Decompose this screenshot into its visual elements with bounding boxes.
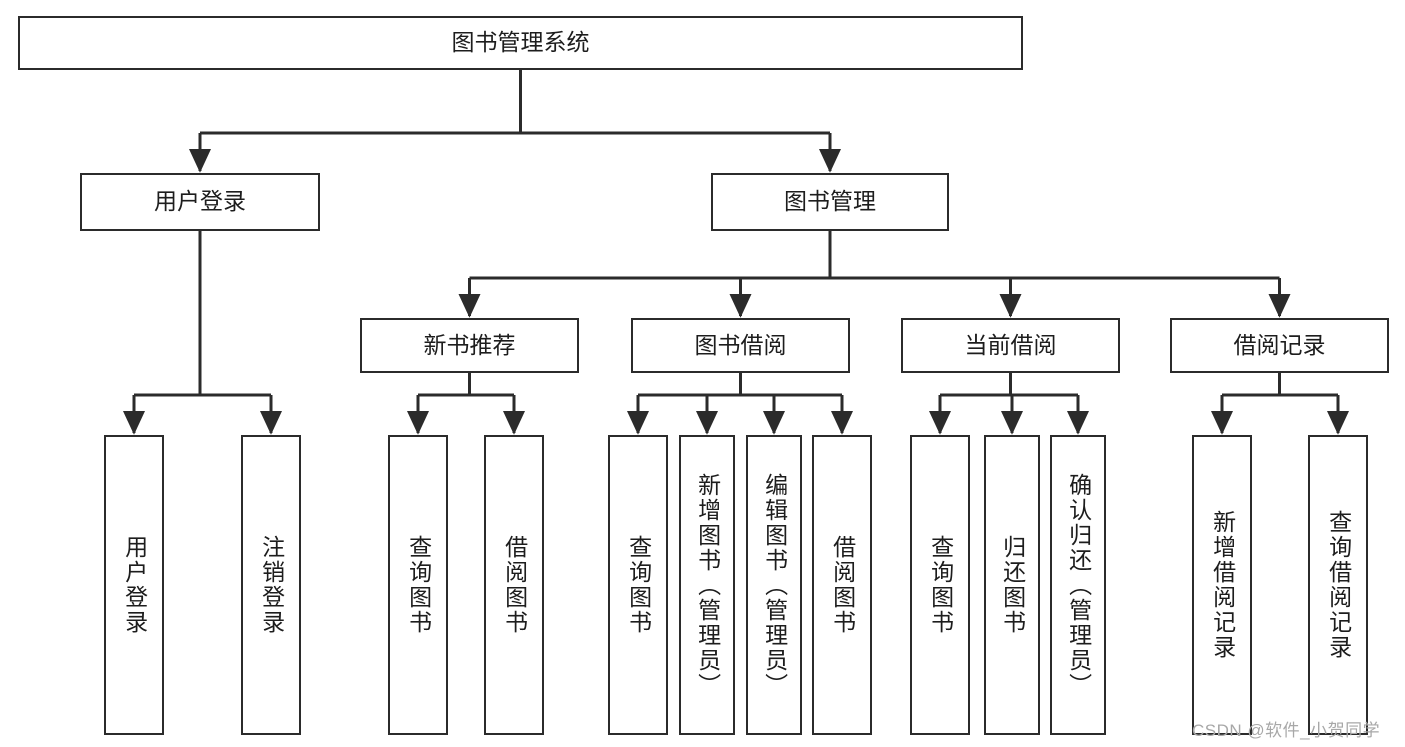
node-label: 查询图书	[405, 535, 432, 635]
node-label: 用户登录	[121, 535, 148, 635]
node-label: 编辑图书（管理员）	[761, 472, 788, 698]
node-label: 新增借阅记录	[1209, 510, 1236, 660]
node-label: 查询图书	[625, 535, 652, 635]
node-label: 新增图书（管理员）	[694, 472, 721, 698]
node-label: 新书推荐	[423, 331, 516, 358]
node-book-borrow[interactable]: 图书借阅	[631, 318, 850, 373]
node-leaf-user-login[interactable]: 用户登录	[104, 435, 164, 735]
node-label: 查询图书	[927, 535, 954, 635]
csdn-watermark: CSDN @软件_小贺同学	[1192, 721, 1381, 740]
node-leaf-query-book-3[interactable]: 查询图书	[910, 435, 970, 735]
node-leaf-add-book[interactable]: 新增图书（管理员）	[679, 435, 735, 735]
node-leaf-borrow-book-2[interactable]: 借阅图书	[812, 435, 872, 735]
node-label: 查询借阅记录	[1325, 510, 1352, 660]
node-leaf-query-book-1[interactable]: 查询图书	[388, 435, 448, 735]
node-leaf-return-book[interactable]: 归还图书	[984, 435, 1040, 735]
node-label: 归还图书	[999, 535, 1026, 635]
node-label: 图书管理系统	[451, 29, 590, 56]
node-leaf-borrow-book-1[interactable]: 借阅图书	[484, 435, 544, 735]
node-leaf-add-record[interactable]: 新增借阅记录	[1192, 435, 1252, 735]
node-label: 借阅记录	[1233, 331, 1326, 358]
node-label: 当前借阅	[964, 331, 1057, 358]
node-label: 图书管理	[784, 188, 876, 215]
node-root[interactable]: 图书管理系统	[18, 16, 1023, 70]
node-label: 确认归还（管理员）	[1065, 472, 1092, 698]
node-label: 注销登录	[258, 535, 285, 635]
node-label: 图书借阅	[694, 331, 787, 358]
node-label: 借阅图书	[501, 535, 528, 635]
node-label: 借阅图书	[829, 535, 856, 635]
node-new-book-rec[interactable]: 新书推荐	[360, 318, 579, 373]
node-borrow-record[interactable]: 借阅记录	[1170, 318, 1389, 373]
node-user-login[interactable]: 用户登录	[80, 173, 320, 231]
node-leaf-user-logout[interactable]: 注销登录	[241, 435, 301, 735]
node-leaf-edit-book[interactable]: 编辑图书（管理员）	[746, 435, 802, 735]
node-current-borrow[interactable]: 当前借阅	[901, 318, 1120, 373]
node-leaf-query-book-2[interactable]: 查询图书	[608, 435, 668, 735]
node-book-manage[interactable]: 图书管理	[711, 173, 949, 231]
node-leaf-query-record[interactable]: 查询借阅记录	[1308, 435, 1368, 735]
node-leaf-confirm-return[interactable]: 确认归还（管理员）	[1050, 435, 1106, 735]
node-label: 用户登录	[154, 188, 246, 215]
